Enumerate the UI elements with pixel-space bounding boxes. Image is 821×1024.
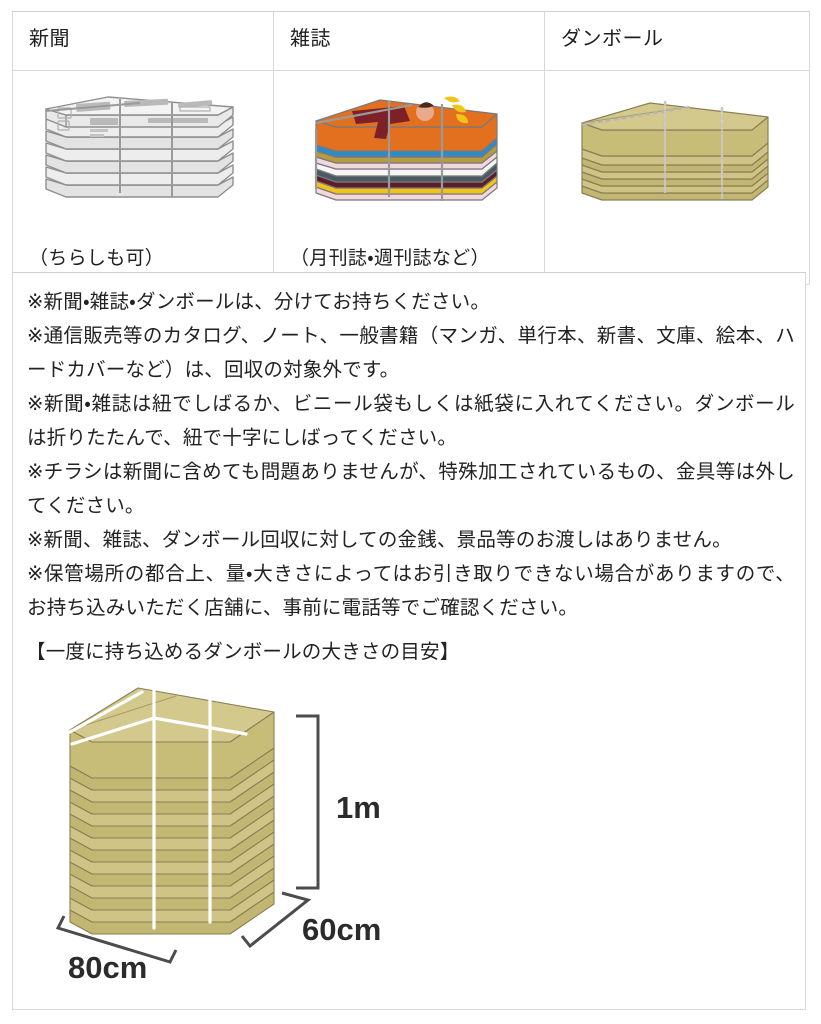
newspaper-cell-content: （ちらしも可） (13, 71, 273, 284)
cardboard-size-diagram: 1m 60cm 80cm (46, 678, 446, 998)
width-measure-bracket (55, 915, 178, 964)
note-item: ※新聞・雑誌・ダンボールは、分けてお持ちください。 (27, 291, 491, 313)
header-label-cardboard: ダンボール (561, 28, 664, 50)
size-guide-heading: 【一度に持ち込めるダンボールの大きさの目安】 (26, 641, 460, 663)
table-body-cell-magazine: （月刊誌・週刊誌など） (273, 70, 545, 285)
height-measure-bracket (296, 714, 320, 890)
cardboard-bundle-icon (581, 101, 769, 201)
table-body-row: （ちらしも可） (12, 70, 810, 285)
caption-newspaper: （ちらしも可） (29, 248, 165, 269)
notes-and-size-panel: ※新聞・雑誌・ダンボールは、分けてお持ちください。 ※通信販売等のカタログ、ノー… (12, 272, 806, 1010)
table-header-cell-magazine: 雑誌 (273, 11, 545, 71)
note-item: ※新聞・雑誌は紐でしばるか、ビニール袋もしくは紙袋に入れてください。ダンボールは… (27, 393, 795, 449)
newspaper-figure (13, 81, 273, 216)
table-header-cell-cardboard: ダンボール (544, 11, 810, 71)
magazine-figure (274, 81, 544, 216)
recyclable-categories-table: 新聞 雑誌 ダンボール (12, 11, 810, 285)
table-body-cell-cardboard (544, 70, 810, 285)
table-body-cell-newspaper: （ちらしも可） (12, 70, 274, 285)
cardboard-cell-content (545, 71, 809, 284)
note-item: ※チラシは新聞に含めても問題ありませんが、特殊加工されているもの、金具等は外して… (27, 461, 795, 517)
magazine-bundle-icon (314, 96, 498, 201)
note-item: ※新聞、雑誌、ダンボール回収に対しての金銭、景品等のお渡しはありません。 (27, 529, 732, 551)
cardboard-size-diagram-svg: 1m 60cm 80cm (55, 687, 381, 985)
note-item: ※保管場所の都合上、量・大きさによってはお引き取りできない場合がありますので、お… (27, 563, 795, 619)
note-item: ※通信販売等のカタログ、ノート、一般書籍（マンガ、単行本、新書、文庫、絵本、ハー… (27, 325, 795, 381)
depth-measure-bracket (240, 891, 312, 949)
cardboard-stack-illustration (69, 687, 275, 935)
width-measure-label: 80cm (68, 950, 147, 985)
binding-strings (68, 688, 248, 930)
newspaper-bundle-icon (45, 96, 234, 198)
table-header-cell-newspaper: 新聞 (12, 11, 274, 71)
notes-list: ※新聞・雑誌・ダンボールは、分けてお持ちください。 ※通信販売等のカタログ、ノー… (27, 285, 795, 625)
magazine-cell-content: （月刊誌・週刊誌など） (274, 71, 544, 284)
header-label-magazine: 雑誌 (290, 28, 331, 50)
table-header-row: 新聞 雑誌 ダンボール (12, 11, 810, 71)
header-label-newspaper: 新聞 (29, 28, 70, 50)
depth-measure-label: 60cm (302, 912, 381, 947)
height-measure-label: 1m (336, 790, 381, 825)
cardboard-figure (545, 81, 809, 216)
caption-magazine: （月刊誌・週刊誌など） (290, 248, 490, 269)
